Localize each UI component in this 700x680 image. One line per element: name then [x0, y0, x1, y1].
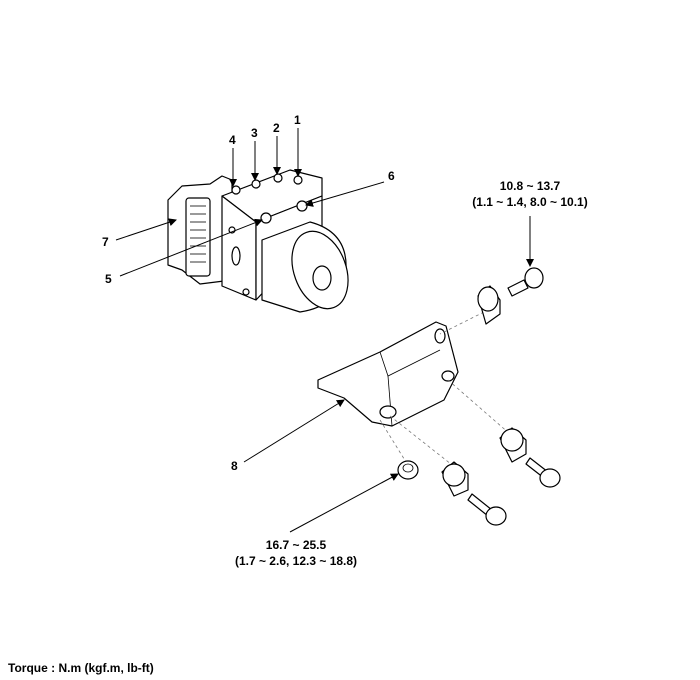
callout-5: 5	[105, 272, 112, 286]
bushing	[441, 461, 469, 497]
torque-lower-alt: (1.7 ~ 2.6, 12.3 ~ 18.8)	[235, 554, 357, 568]
torque-units-note: Torque : N.m (kgf.m, lb-ft)	[8, 661, 154, 675]
ecu-housing	[167, 175, 233, 285]
torque-upper-alt: (1.1 ~ 1.4, 8.0 ~ 10.1)	[472, 195, 587, 209]
bolt	[525, 457, 561, 488]
bushing	[477, 285, 501, 325]
callout-3: 3	[251, 126, 258, 140]
pump-motor	[261, 221, 349, 313]
callout-4: 4	[229, 133, 236, 147]
bushing	[499, 427, 527, 463]
torque-upper-nm: 10.8 ~ 13.7	[500, 179, 561, 193]
callout-8: 8	[231, 459, 238, 473]
callout-6: 6	[388, 169, 395, 183]
bolt	[467, 493, 507, 526]
callout-7: 7	[102, 235, 109, 249]
torque-lower-nm: 16.7 ~ 25.5	[266, 538, 327, 552]
callout-1: 1	[294, 113, 301, 127]
bolt	[507, 267, 544, 297]
mounting-bracket	[317, 321, 459, 427]
callout-2: 2	[273, 121, 280, 135]
nut	[397, 460, 419, 480]
